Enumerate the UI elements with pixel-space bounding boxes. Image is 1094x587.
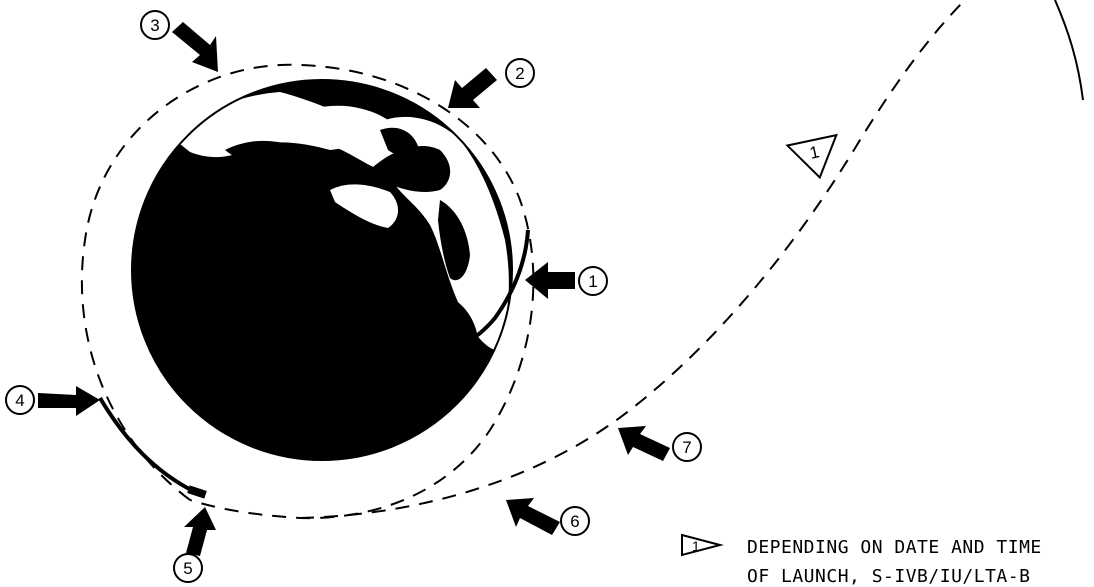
note-line-1: DEPENDING ON DATE AND TIME — [747, 537, 1042, 558]
callout-6-label: 6 — [570, 512, 579, 531]
callout-2-label: 2 — [515, 64, 524, 83]
earth — [132, 80, 512, 460]
trajectory-note-marker: 1 — [787, 135, 844, 183]
callout-3: 3 — [141, 11, 218, 72]
callout-7: 7 — [618, 426, 701, 461]
arrow-up-icon — [184, 507, 216, 556]
tli-burn-arc — [100, 398, 195, 492]
callout-1: 1 — [525, 262, 607, 299]
lunar-orbit-arc — [1055, 0, 1083, 100]
arrow-down-left-icon — [448, 68, 497, 108]
callout-3-label: 3 — [150, 16, 159, 35]
callout-5-label: 5 — [183, 559, 192, 578]
callout-4-label: 4 — [15, 391, 24, 410]
footnote: 1 DEPENDING ON DATE AND TIME OF LAUNCH, … — [682, 535, 1042, 587]
arrow-up-left-icon — [506, 498, 560, 535]
arrow-up-left-icon — [618, 426, 670, 461]
arrow-right-icon — [38, 386, 100, 416]
callout-4: 4 — [6, 386, 100, 416]
callout-5: 5 — [174, 507, 216, 582]
callout-1-label: 1 — [588, 272, 597, 291]
callout-2: 2 — [448, 59, 534, 108]
note-line-2: OF LAUNCH, S-IVB/IU/LTA-B — [747, 566, 1030, 587]
note-marker-label: 1 — [692, 538, 700, 554]
callout-6: 6 — [506, 498, 589, 535]
burn-cutoff-marker — [187, 485, 207, 498]
arrow-down-right-icon — [172, 22, 218, 72]
callout-7-label: 7 — [682, 438, 691, 457]
note-triangle-icon — [682, 535, 720, 555]
